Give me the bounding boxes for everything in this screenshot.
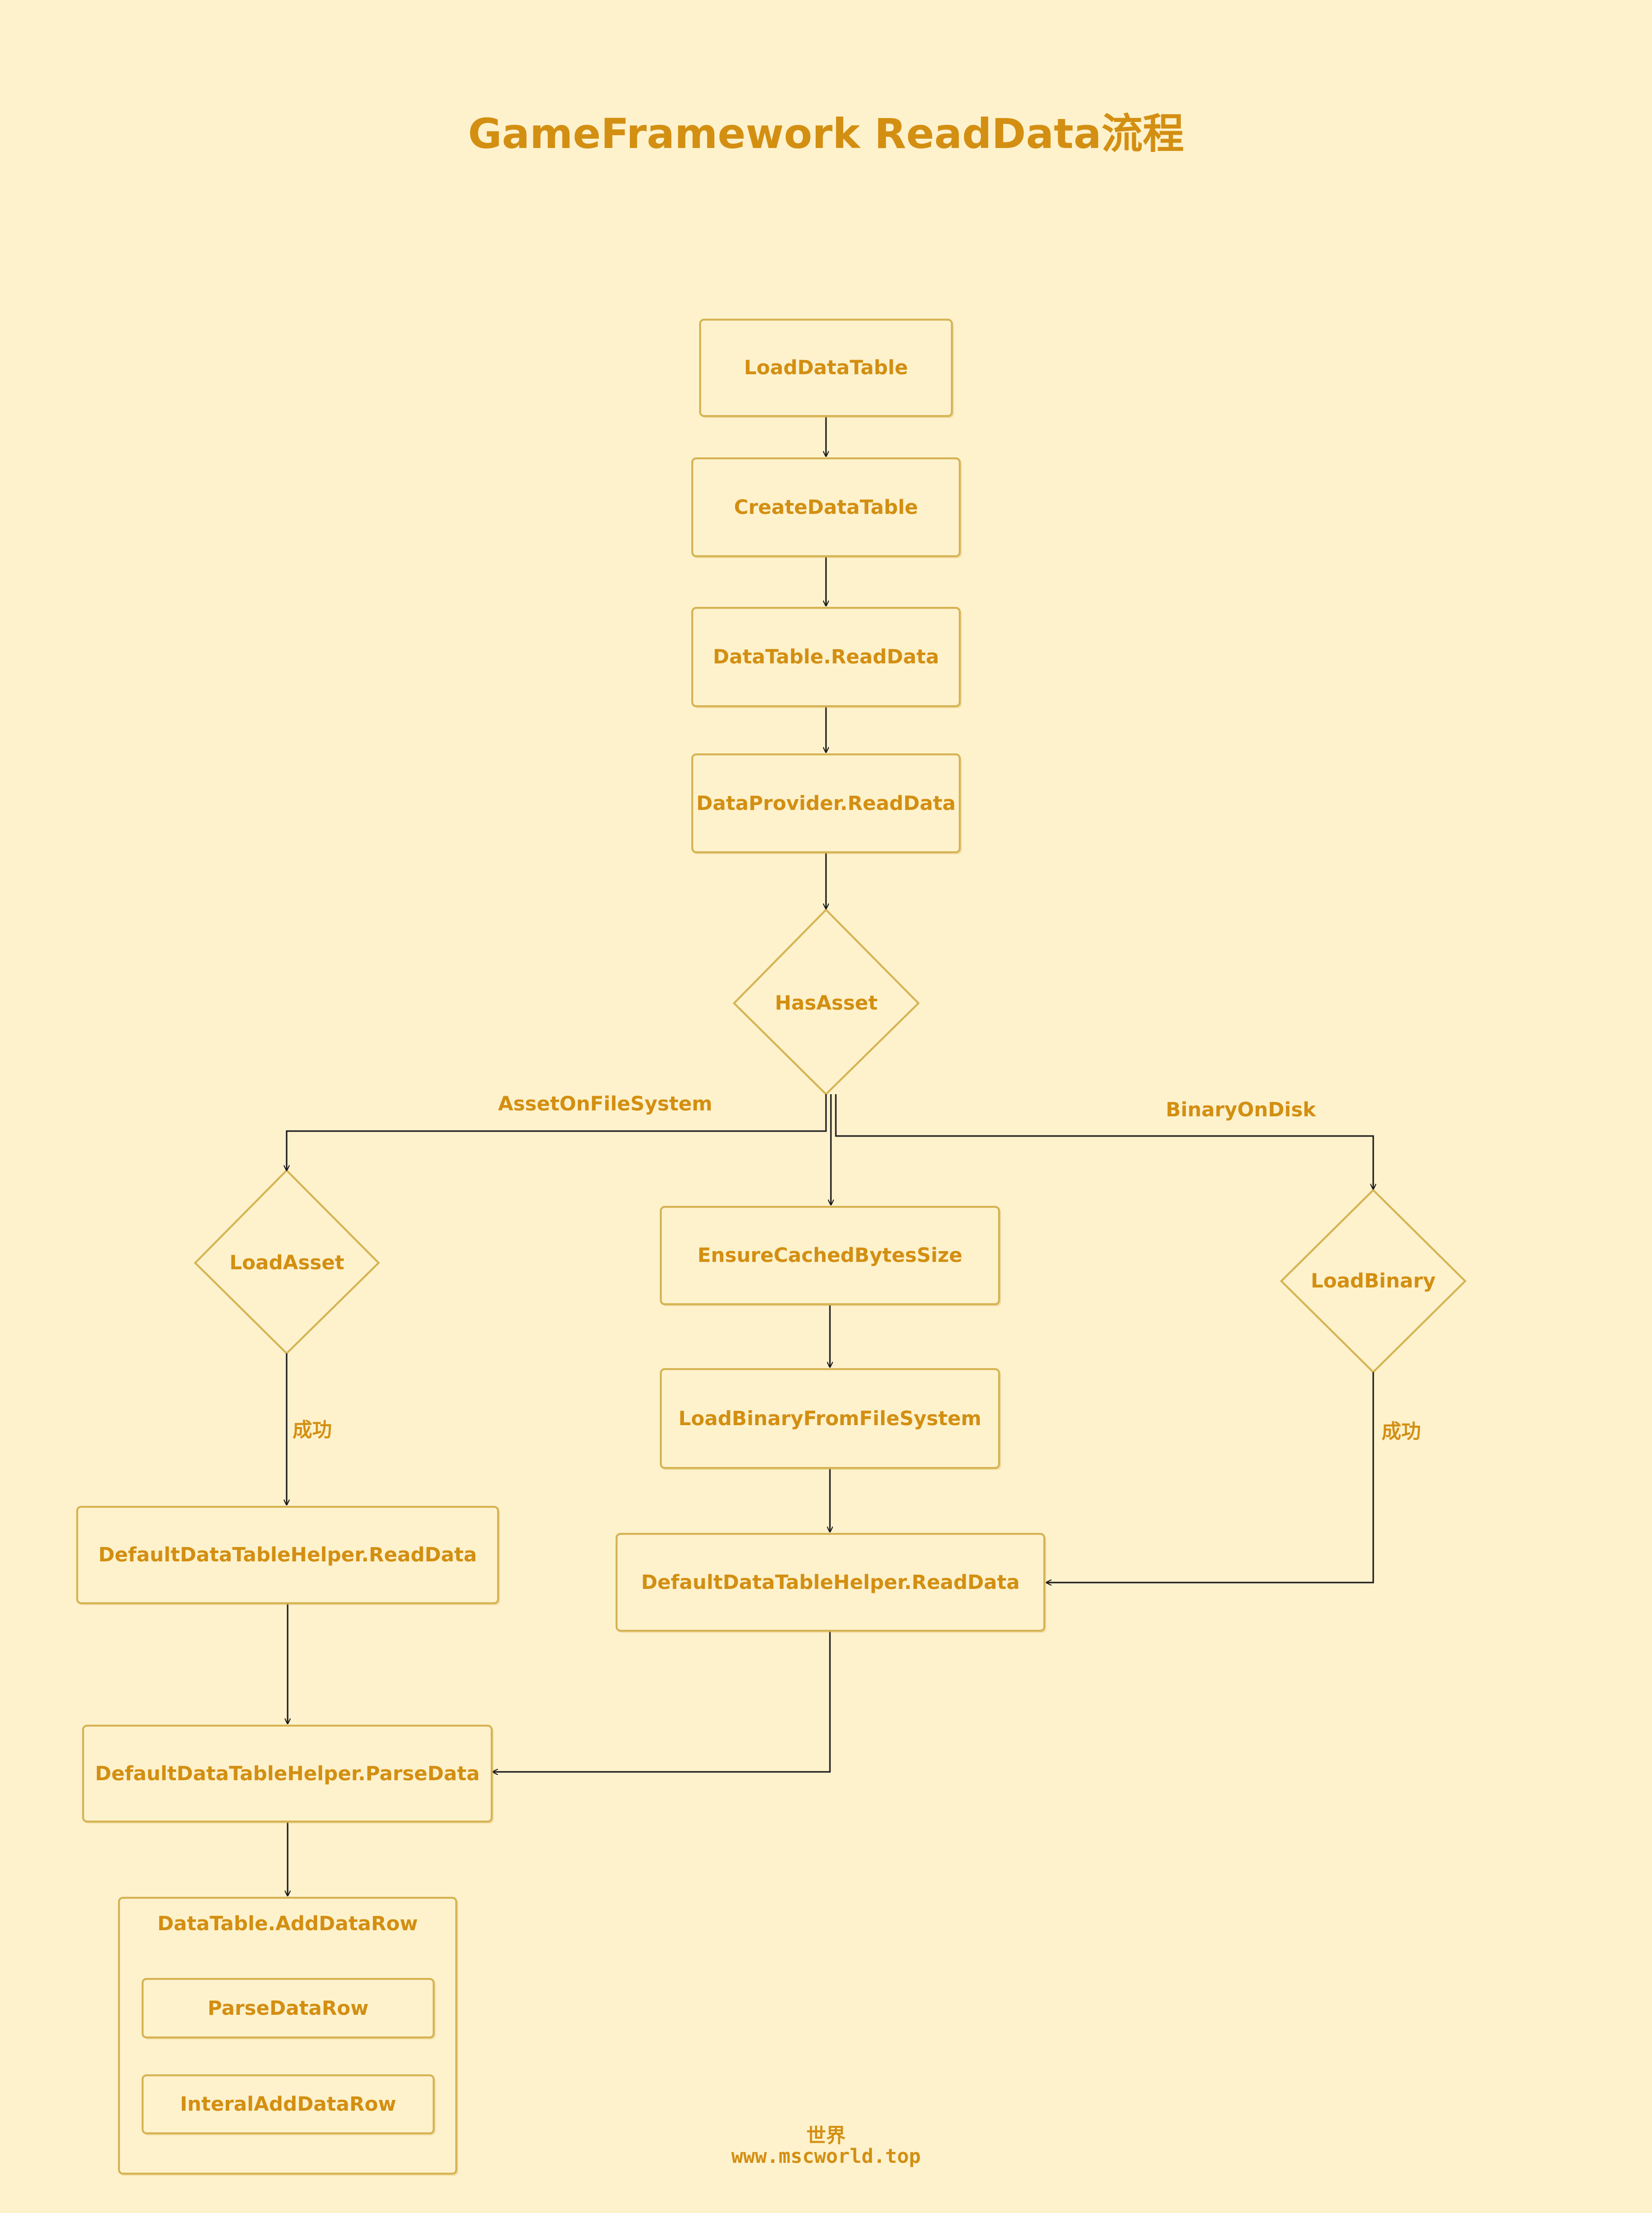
helper-readdata-left-node: DefaultDataTableHelper.ReadData [76, 1506, 499, 1604]
create-data-table-node: CreateDataTable [691, 457, 961, 557]
success-right-label: 成功 [1382, 1420, 1421, 1443]
ensure-cached-bytes-node: EnsureCachedBytesSize [660, 1206, 1000, 1305]
load-binary-label: LoadBinary [1310, 1270, 1436, 1292]
load-asset-label: LoadAsset [229, 1252, 345, 1274]
datatable-readdata-label: DataTable.ReadData [713, 646, 939, 668]
helper-readdata-center-label: DefaultDataTableHelper.ReadData [641, 1571, 1020, 1594]
asset-on-filesystem-label: AssetOnFileSystem [498, 1093, 712, 1115]
binary-on-disk-label: BinaryOnDisk [1166, 1099, 1316, 1121]
create-data-table-label: CreateDataTable [734, 496, 918, 519]
helper-readdata-left-label: DefaultDataTableHelper.ReadData [98, 1544, 477, 1566]
has-asset-label: HasAsset [774, 992, 878, 1015]
dataprovider-readdata-node: DataProvider.ReadData [691, 753, 961, 853]
add-data-row-container: DataTable.AddDataRow ParseDataRow Intera… [118, 1897, 457, 2175]
helper-parsedata-node: DefaultDataTableHelper.ParseData [82, 1725, 493, 1823]
load-data-table-label: LoadDataTable [744, 357, 908, 379]
helper-parsedata-label: DefaultDataTableHelper.ParseData [95, 1762, 480, 1785]
interal-add-data-row-label: InteralAddDataRow [180, 2093, 396, 2116]
parse-data-row-label: ParseDataRow [207, 1997, 369, 2020]
dataprovider-readdata-label: DataProvider.ReadData [696, 792, 956, 815]
diagram-title: GameFramework ReadData流程 [468, 110, 1184, 158]
add-data-row-title: DataTable.AddDataRow [157, 1913, 418, 1935]
footer-line-1: 世界 [806, 2124, 846, 2147]
ensure-cached-bytes-label: EnsureCachedBytesSize [697, 1244, 963, 1267]
footer-line-2: www.mscworld.top [731, 2145, 921, 2168]
load-data-table-node: LoadDataTable [699, 319, 953, 417]
interal-add-data-row-node: InteralAddDataRow [142, 2074, 435, 2134]
datatable-readdata-node: DataTable.ReadData [691, 607, 961, 707]
parse-data-row-node: ParseDataRow [142, 1978, 435, 2038]
success-left-label: 成功 [293, 1419, 332, 1441]
load-binary-fs-label: LoadBinaryFromFileSystem [678, 1407, 982, 1430]
load-binary-fs-node: LoadBinaryFromFileSystem [660, 1368, 1000, 1469]
helper-readdata-center-node: DefaultDataTableHelper.ReadData [616, 1533, 1045, 1632]
